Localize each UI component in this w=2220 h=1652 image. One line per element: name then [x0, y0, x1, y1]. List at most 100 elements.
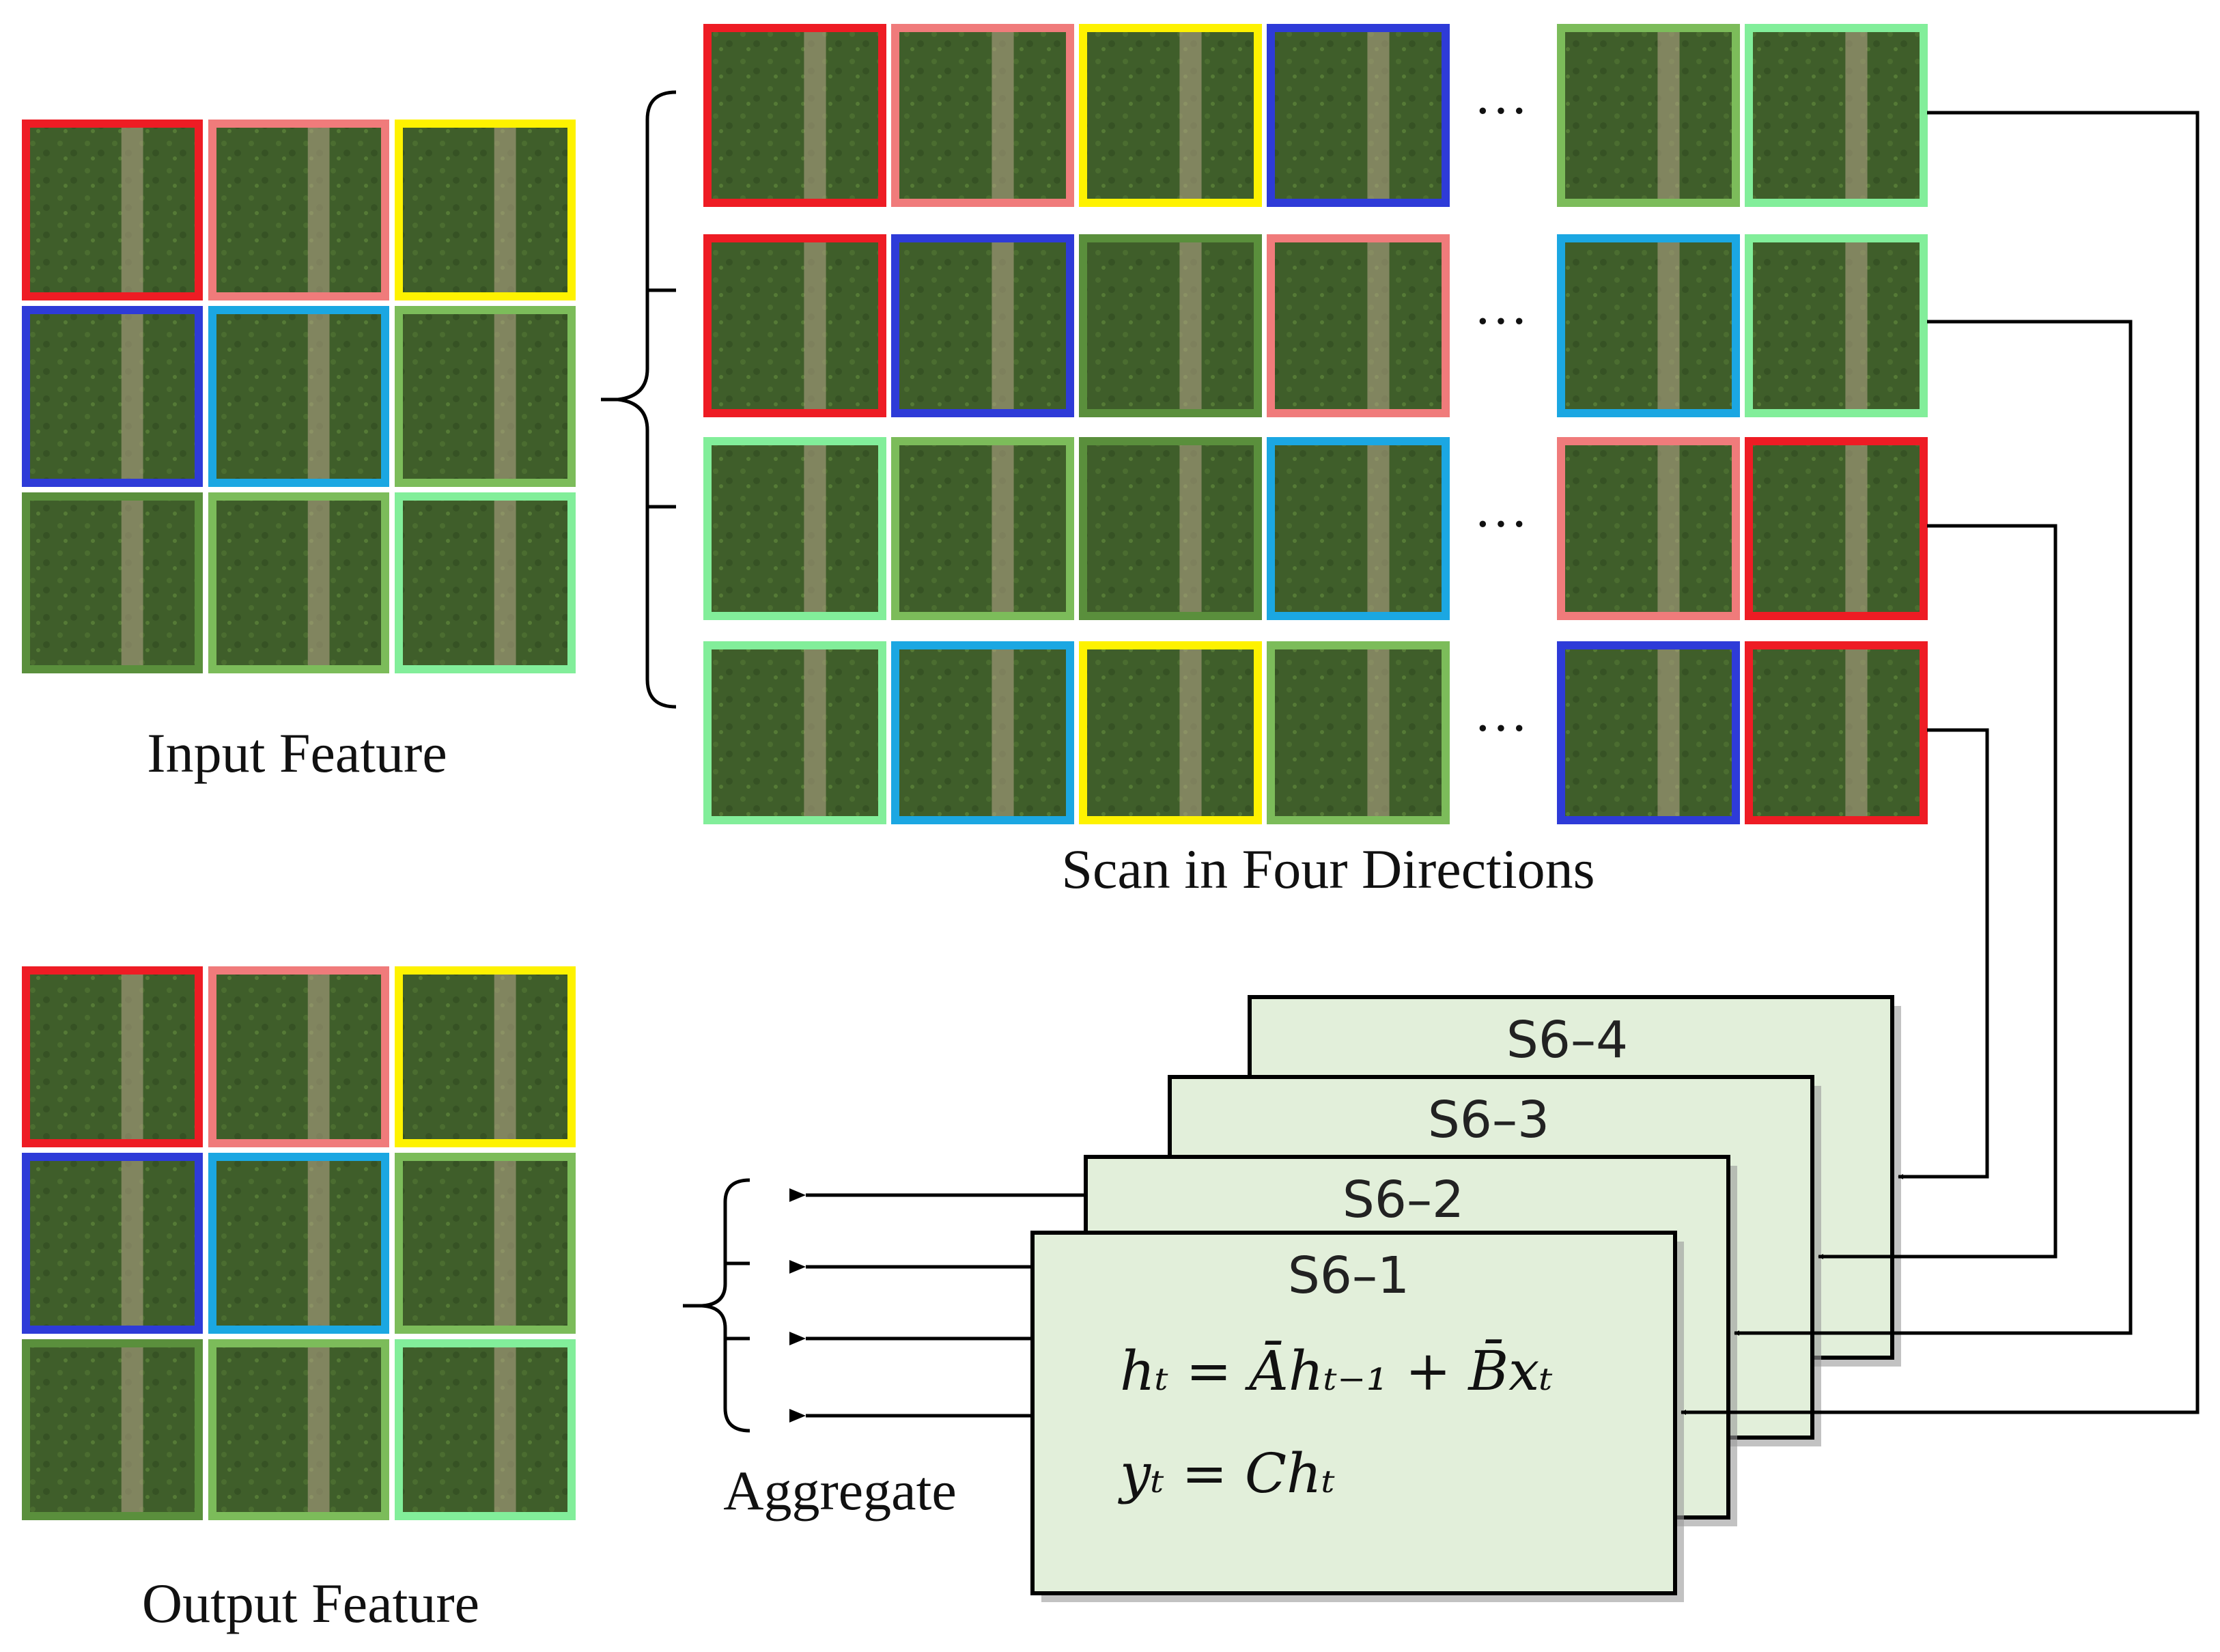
scan-row-4-patch-2-patch	[891, 641, 1074, 824]
scan-row-2-ellipsis: ···	[1474, 292, 1528, 352]
input-patch-1	[22, 120, 203, 300]
output-feature-label: Output Feature	[142, 1572, 479, 1634]
output-patch-9-footpath	[494, 1339, 516, 1520]
s6-block-3-title: S6–3	[1428, 1091, 1549, 1149]
scan-row-2-patch-6	[1745, 234, 1928, 417]
scan-row-4-patch-6	[1745, 641, 1928, 824]
scan-row-1-ellipsis: ···	[1474, 81, 1528, 141]
output-patch-2-patch	[208, 966, 389, 1147]
output-patch-6-border	[395, 1153, 576, 1334]
scan-row-3-patch-6-border	[1745, 437, 1928, 620]
scan-row-4-patch-5-patch	[1557, 641, 1740, 824]
scan-row-3-patch-2-border	[891, 437, 1074, 620]
scan-row-3-patch-5-border	[1557, 437, 1740, 620]
scan-row-1-patch-3-border	[1079, 24, 1262, 207]
scan-row-2-patch-5	[1557, 234, 1740, 417]
scan-row-1-patch-3-footpath	[1179, 24, 1202, 207]
input-patch-1-footpath	[121, 120, 143, 300]
scan-to-s6-connectors	[1681, 111, 2200, 1415]
scan-row-2-patch-2-patch	[891, 234, 1074, 417]
output-patch-6	[395, 1153, 576, 1334]
scan-row-2-patch-6-border	[1745, 234, 1928, 417]
output-patch-4-footpath	[121, 1153, 143, 1334]
input-patch-8	[208, 492, 389, 673]
output-patch-9-patch	[395, 1339, 576, 1520]
output-patch-1	[22, 966, 203, 1147]
scan-row-2-patch-5-patch	[1557, 234, 1740, 417]
scan-row-3-ellipsis: ···	[1474, 494, 1528, 555]
scan-row-1-patch-4-footpath	[1367, 24, 1390, 207]
state-equation: hₜ = Āhₜ₋₁ + B̄xₜ	[1120, 1339, 1553, 1403]
connector-row-2	[1734, 320, 2133, 1336]
scan-row-3-patch-1	[703, 437, 886, 620]
scan-row-4-patch-6-patch	[1745, 641, 1928, 824]
scan-row-3-patch-2-patch	[891, 437, 1074, 620]
scan-row-2-patch-4-border	[1267, 234, 1450, 417]
scan-row-4-patch-4-patch	[1267, 641, 1450, 824]
scan-row-2-patch-1-border	[703, 234, 886, 417]
scan-row-4-patch-2-footpath	[992, 641, 1014, 824]
scan-row-4-patch-1	[703, 641, 886, 824]
scan-row-1-patch-4-patch	[1267, 24, 1450, 207]
input-patch-4-footpath	[121, 306, 143, 487]
connector-row-1	[1681, 111, 2200, 1415]
scan-row-4-patch-4-border	[1267, 641, 1450, 824]
scan-row-3-patch-3	[1079, 437, 1262, 620]
input-patch-5-border	[208, 306, 389, 487]
output-patch-3-patch	[395, 966, 576, 1147]
scan-row-2-patch-1-footpath	[804, 234, 826, 417]
scan-row-4-patch-1-patch	[703, 641, 886, 824]
output-patch-7-border	[22, 1339, 203, 1520]
s6-block-2-title: S6–2	[1343, 1171, 1464, 1229]
input-patch-8-footpath	[307, 492, 330, 673]
output-patch-1-footpath	[121, 966, 143, 1147]
output-patch-8-patch	[208, 1339, 389, 1520]
input-patch-3-patch	[395, 120, 576, 300]
scan-row-4-patch-3-patch	[1079, 641, 1262, 824]
scan-row-1-patch-1-footpath	[804, 24, 826, 207]
scan-row-3-patch-2-footpath	[992, 437, 1014, 620]
scan-row-1-patch-1	[703, 24, 886, 207]
input-patch-9	[395, 492, 576, 673]
scan-row-4-patch-1-footpath	[804, 641, 826, 824]
input-patch-5-footpath	[307, 306, 330, 487]
s6-block-1-title: S6–1	[1288, 1246, 1409, 1305]
scan-row-4-patch-6-border	[1745, 641, 1928, 824]
scan-row-3-patch-1-patch	[703, 437, 886, 620]
s6-block-stack: S6–4 S6–3 S6–2 S6–1 hₜ = Āhₜ₋₁ + B̄xₜ y…	[1030, 995, 1901, 1602]
scan-row-1-patch-3	[1079, 24, 1262, 207]
scan-row-4-ellipsis: ···	[1474, 699, 1528, 759]
output-patch-2-border	[208, 966, 389, 1147]
scan-row-2-patch-3-border	[1079, 234, 1262, 417]
scan-row-1-patch-2-border	[891, 24, 1074, 207]
connector-row-4	[1898, 728, 1989, 1179]
output-feature-grid	[22, 966, 576, 1520]
input-feature-label: Input Feature	[147, 722, 447, 784]
scan-row-2-patch-2-border	[891, 234, 1074, 417]
scan-row-1-patch-4	[1267, 24, 1450, 207]
output-patch-7	[22, 1339, 203, 1520]
output-patch-2-footpath	[307, 966, 330, 1147]
scan-row-1-patch-5	[1557, 24, 1740, 207]
input-patch-4-patch	[22, 306, 203, 487]
scan-row-3-patch-3-footpath	[1179, 437, 1202, 620]
connector-row-3	[1818, 524, 2057, 1259]
scan-row-4-patch-2-border	[891, 641, 1074, 824]
input-patch-3	[395, 120, 576, 300]
output-patch-5	[208, 1153, 389, 1334]
scan-row-1-patch-6-border	[1745, 24, 1928, 207]
output-equation: yₜ = Chₜ	[1118, 1442, 1336, 1505]
input-patch-2-border	[208, 120, 389, 300]
input-patch-7-border	[22, 492, 203, 673]
s6-block-4-title: S6–4	[1506, 1011, 1628, 1069]
scan-row-2-patch-6-patch	[1745, 234, 1928, 417]
scan-row-1-patch-2	[891, 24, 1074, 207]
scan-row-2-patch-4-footpath	[1367, 234, 1390, 417]
scan-row-1-patch-5-patch	[1557, 24, 1740, 207]
scan-row-2-patch-2	[891, 234, 1074, 417]
scan-row-1-patch-1-patch	[703, 24, 886, 207]
scan-row-4-patch-1-border	[703, 641, 886, 824]
scan-row-4-patch-5	[1557, 641, 1740, 824]
output-patch-6-patch	[395, 1153, 576, 1334]
output-patch-4-border	[22, 1153, 203, 1334]
